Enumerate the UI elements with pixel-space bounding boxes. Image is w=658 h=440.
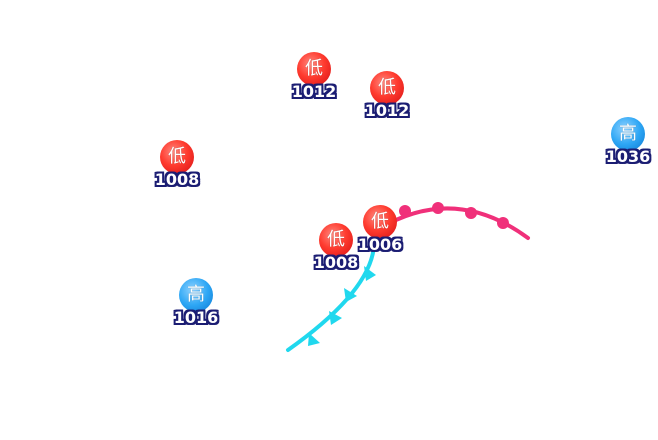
low-pressure-center[interactable]: 低 1012 [357,71,417,127]
warm-front-semicircle [399,205,411,217]
pressure-value: 1012 [291,82,337,101]
low-pressure-center[interactable]: 低 1008 [147,140,207,196]
low-pressure-center[interactable]: 低 1006 [350,205,410,261]
high-pressure-badge: 高 [179,278,213,312]
high-pressure-badge: 高 [611,117,645,151]
pressure-value: 1006 [357,235,403,254]
warm-front-semicircle [432,202,444,214]
pressure-value: 1008 [313,253,359,272]
cold-front-symbols [308,266,376,346]
high-pressure-center[interactable]: 高 1036 [598,117,658,173]
cold-front-triangle [308,333,320,346]
low-pressure-badge: 低 [319,223,353,257]
warm-front-semicircle [497,217,509,229]
cold-front-triangle [329,311,342,325]
low-pressure-badge: 低 [160,140,194,174]
fronts-layer [286,202,530,352]
low-pressure-center[interactable]: 低 1012 [284,52,344,108]
pressure-value: 1016 [173,308,219,327]
warm-front-semicircle [465,207,477,219]
high-pressure-center[interactable]: 高 1016 [166,278,226,334]
pressure-value: 1036 [605,147,651,166]
weather-map: 低 1012 低 1012 低 1008 低 1006 低 1008 高 101… [147,52,650,352]
pressure-value: 1008 [154,170,200,189]
warm-front-symbols [399,202,509,229]
low-pressure-badge: 低 [363,205,397,239]
pressure-value: 1012 [364,101,410,120]
cold-front-triangle [344,288,357,302]
low-pressure-badge: 低 [370,71,404,105]
low-pressure-badge: 低 [297,52,331,86]
low-pressure-center[interactable]: 低 1008 [306,223,366,279]
cold-front-triangle [364,266,376,281]
